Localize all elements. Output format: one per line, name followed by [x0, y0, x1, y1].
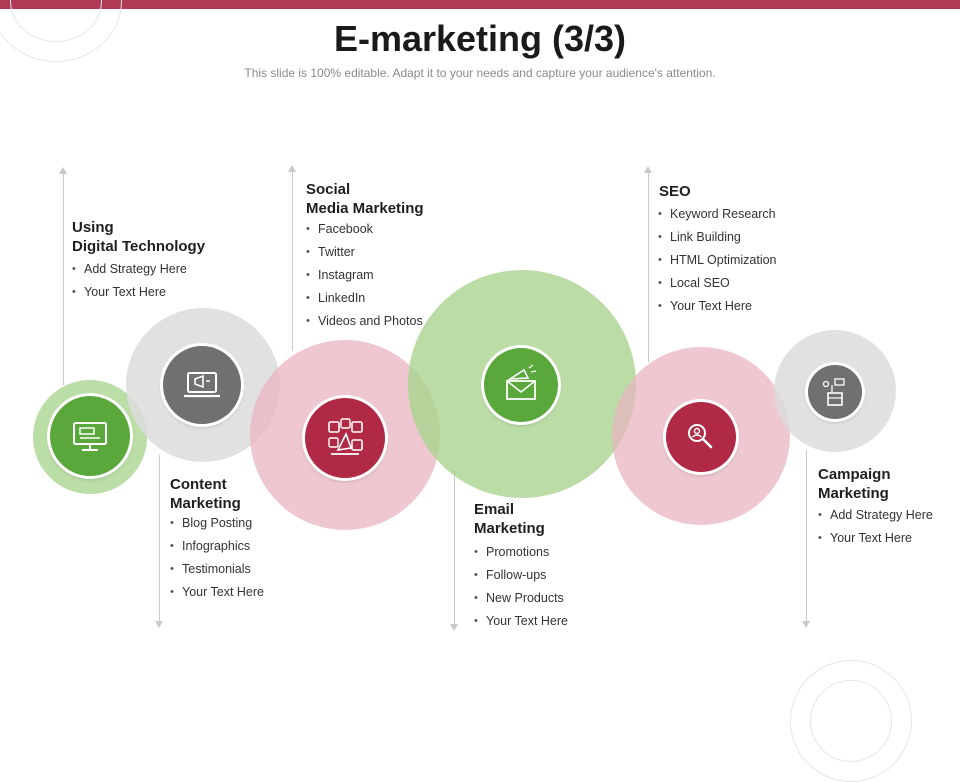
step4-icon-circle [484, 348, 558, 422]
page-subtitle: This slide is 100% editable. Adapt it to… [244, 66, 716, 80]
list-item: LinkedIn [306, 289, 423, 312]
step2-bullets: Blog Posting Infographics Testimonials Y… [170, 514, 264, 606]
list-item: New Products [474, 589, 568, 612]
list-item: Link Building [658, 228, 777, 251]
step3-icon-circle [305, 398, 385, 478]
arrow-up-step3 [288, 165, 296, 351]
step6-bullets: Add Strategy Here Your Text Here [818, 506, 933, 552]
step2-icon-circle [163, 346, 241, 424]
arrow-up-step1 [59, 167, 67, 385]
arrow-down-step4 [450, 470, 458, 631]
step3-heading-line1: Social [306, 181, 351, 198]
list-item: Your Text Here [818, 529, 933, 552]
step1-heading: Using Digital Technology [72, 218, 205, 256]
monitor-icon [73, 422, 107, 451]
step3-heading: Social Media Marketing [306, 180, 424, 218]
top-accent-bar [0, 0, 960, 9]
list-item: Add Strategy Here [72, 260, 187, 283]
arrow-down-step2 [155, 455, 163, 628]
arrow-down-step6 [802, 450, 810, 628]
step6-heading: Campaign Marketing [818, 465, 891, 503]
step5-bullets: Keyword Research Link Building HTML Opti… [658, 205, 777, 320]
list-item: HTML Optimization [658, 251, 777, 274]
step5-icon-circle [666, 402, 736, 472]
list-item: Follow-ups [474, 566, 568, 589]
step1-heading-line1: Using [72, 219, 114, 236]
step6-icon-circle [808, 365, 862, 419]
list-item: Testimonials [170, 560, 264, 583]
step6-heading-line1: Campaign [818, 466, 891, 483]
decorative-rings-bottom-right-inner [810, 680, 892, 762]
step4-heading-line1: Email [474, 501, 515, 518]
list-item: Infographics [170, 537, 264, 560]
step4-bullets: Promotions Follow-ups New Products Your … [474, 543, 568, 635]
list-item: Your Text Here [170, 583, 264, 606]
step1-heading-line2: Digital Technology [72, 238, 206, 255]
list-item: Your Text Here [658, 297, 777, 320]
arrow-up-step5 [644, 166, 652, 362]
list-item: Instagram [306, 266, 423, 289]
list-item: Blog Posting [170, 514, 264, 537]
step2-heading: Content Marketing [170, 475, 241, 513]
social-media-icon [328, 418, 363, 455]
search-icon [688, 424, 713, 449]
step2-heading-line2: Marketing [170, 495, 241, 512]
list-item: Facebook [306, 220, 423, 243]
step4-heading: Email Marketing [474, 500, 545, 538]
step2-heading-line1: Content [170, 476, 227, 493]
page-title: E-marketing (3/3) [333, 18, 627, 59]
step3-heading-line2: Media Marketing [306, 200, 424, 217]
step5-heading-line1: SEO [659, 183, 691, 200]
step3-bullets: Facebook Twitter Instagram LinkedIn Vide… [306, 220, 423, 335]
email-megaphone-icon [506, 364, 537, 400]
list-item: Keyword Research [658, 205, 777, 228]
step1-bullets: Add Strategy Here Your Text Here [72, 260, 187, 306]
list-item: Your Text Here [72, 283, 187, 306]
campaign-icon [822, 378, 845, 406]
list-item: Local SEO [658, 274, 777, 297]
step6-heading-line2: Marketing [818, 485, 889, 502]
list-item: Videos and Photos [306, 312, 423, 335]
list-item: Add Strategy Here [818, 506, 933, 529]
laptop-megaphone-icon [184, 372, 220, 398]
list-item: Twitter [306, 243, 423, 266]
step5-heading: SEO [659, 182, 691, 201]
step1-icon-circle [50, 396, 130, 476]
list-item: Promotions [474, 543, 568, 566]
step4-heading-line2: Marketing [474, 520, 545, 537]
list-item: Your Text Here [474, 612, 568, 635]
